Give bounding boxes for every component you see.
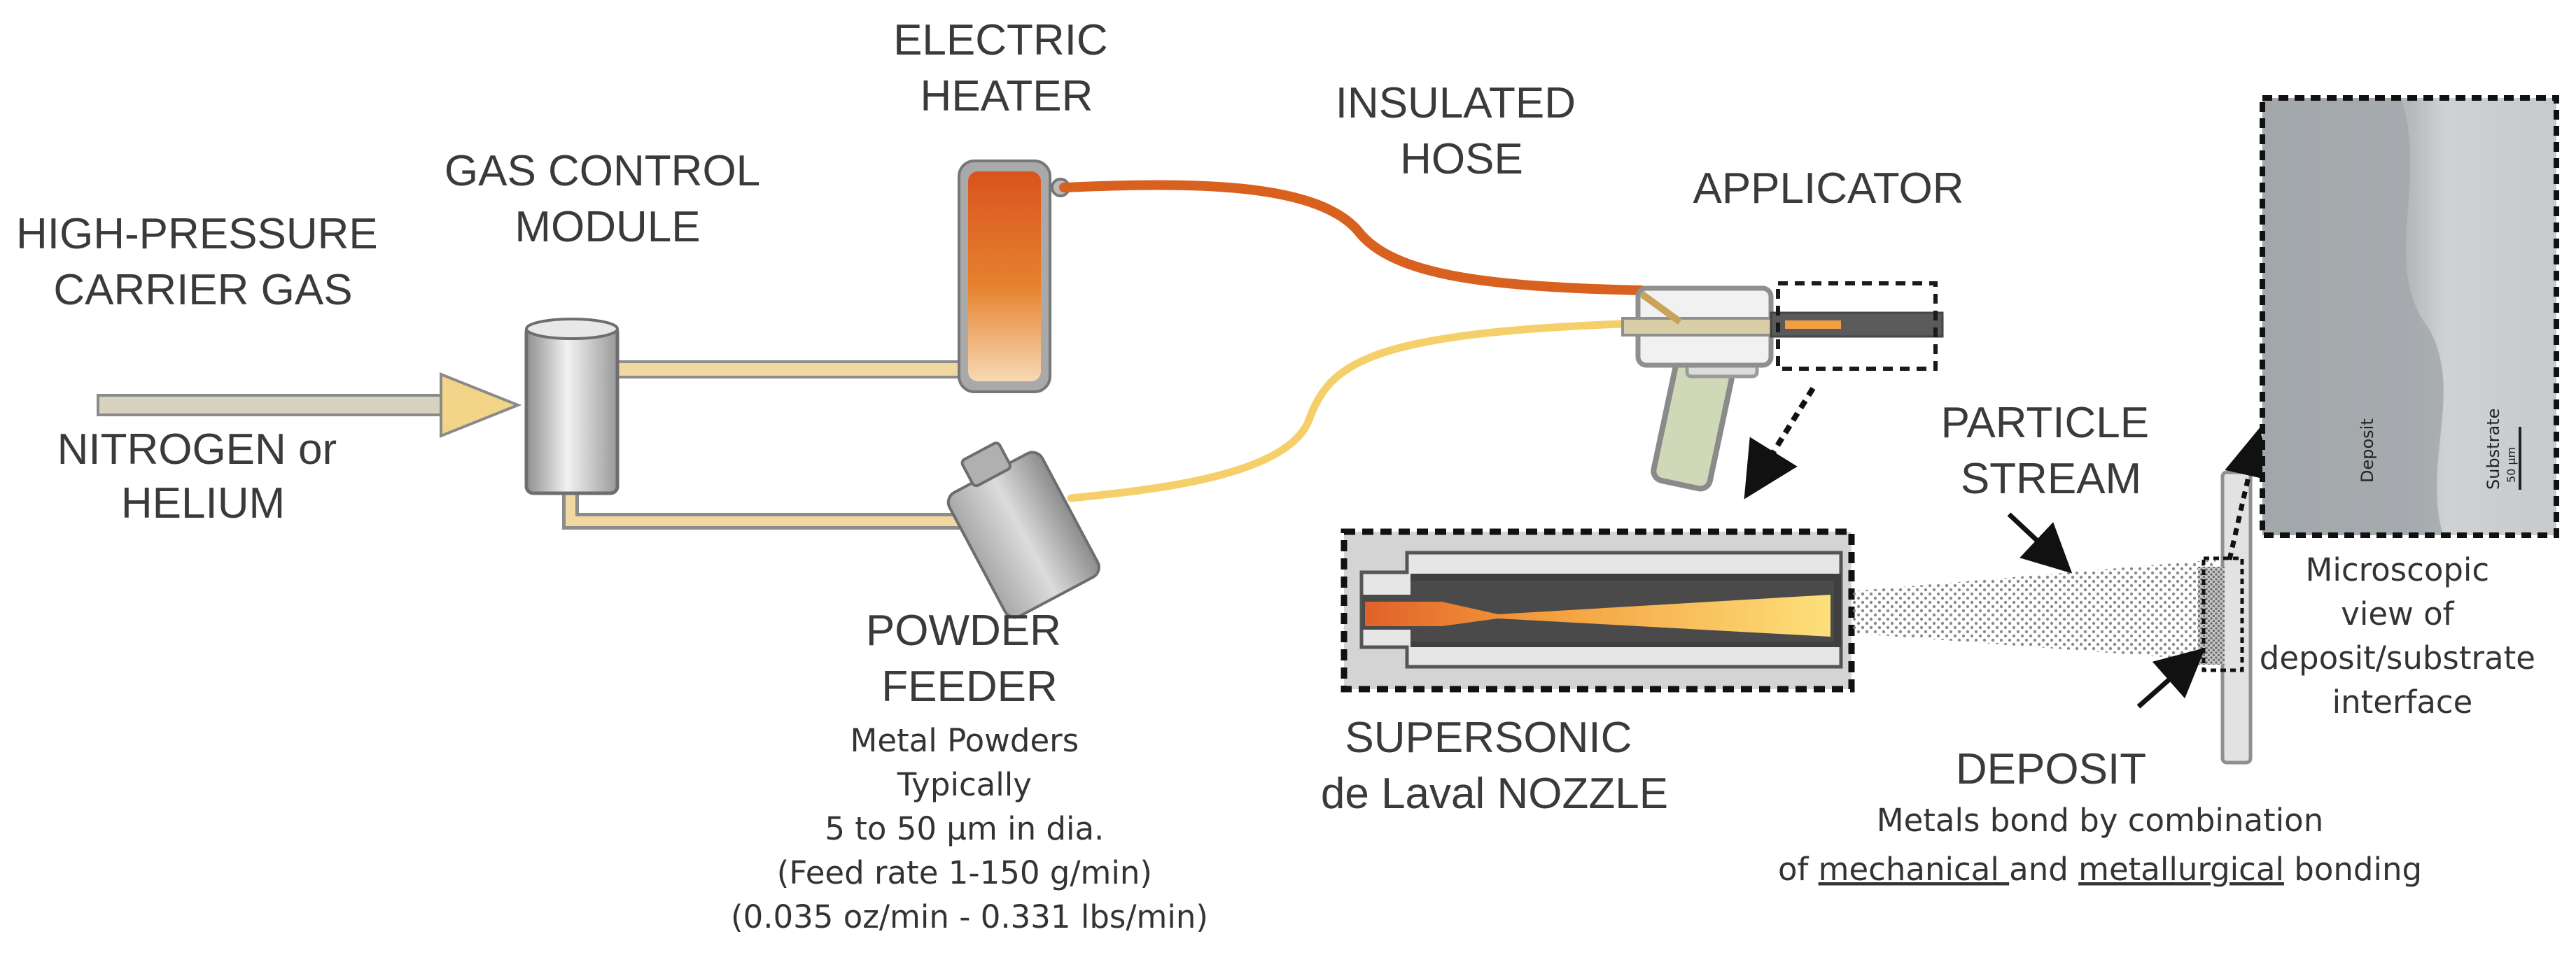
substrate-plate — [2220, 470, 2253, 765]
bond-description-line2: of mechanical and metallurgical bonding — [1778, 851, 2422, 888]
nozzle-label: SUPERSONIC de Laval NOZZLE — [1321, 714, 1668, 818]
powder-feeder — [946, 441, 1100, 619]
particle-stream-label: PARTICLE STREAM — [1941, 399, 2162, 503]
carrier-gas-label: HIGH-PRESSURE CARRIER GAS — [16, 210, 390, 314]
supersonic-nozzle-closeup — [1340, 528, 1855, 693]
deposit-pointer — [2136, 647, 2206, 709]
gas-pipe-to-heater — [615, 360, 964, 379]
powder-details: Metal Powders Typically 5 to 50 μm in di… — [731, 722, 1208, 935]
insulated-hose — [1059, 180, 1646, 295]
powder-hose — [1067, 319, 1646, 502]
gas-type-label: NITROGEN or HELIUM — [57, 425, 349, 528]
applicator-label: APPLICATOR — [1693, 164, 1963, 213]
bond-description-line1: Metals bond by combination — [1877, 802, 2323, 839]
gas-control-module — [524, 318, 620, 495]
deposit-zoom-box — [2202, 556, 2244, 672]
heater-label: ELECTRIC HEATER — [893, 16, 1120, 120]
particle-stream-pointer — [2007, 512, 2073, 574]
gas-control-label: GAS CONTROL MODULE — [444, 147, 771, 251]
deposit-label: DEPOSIT — [1956, 745, 2146, 793]
gas-pipe-to-feeder — [562, 490, 962, 530]
carrier-gas-inlet-arrow — [97, 372, 522, 438]
powder-feeder-label: POWDER FEEDER — [866, 607, 1073, 711]
micrograph-caption: Microscopic view of deposit/substrate in… — [2260, 551, 2545, 721]
micro-scale-label: 50 μm — [2505, 447, 2518, 483]
micrograph-image: Deposit Substrate 50 μm — [2260, 95, 2559, 538]
hose-label: INSULATED HOSE — [1336, 79, 1588, 183]
particle-stream — [1851, 560, 2219, 661]
micro-deposit-label: Deposit — [2358, 418, 2377, 483]
zoom-pointer-arrow — [1744, 386, 1816, 500]
micro-substrate-label: Substrate — [2484, 409, 2503, 490]
electric-heater — [958, 160, 1070, 393]
zoom-pointer-micro — [2225, 427, 2273, 560]
applicator-gun — [1621, 281, 1944, 492]
